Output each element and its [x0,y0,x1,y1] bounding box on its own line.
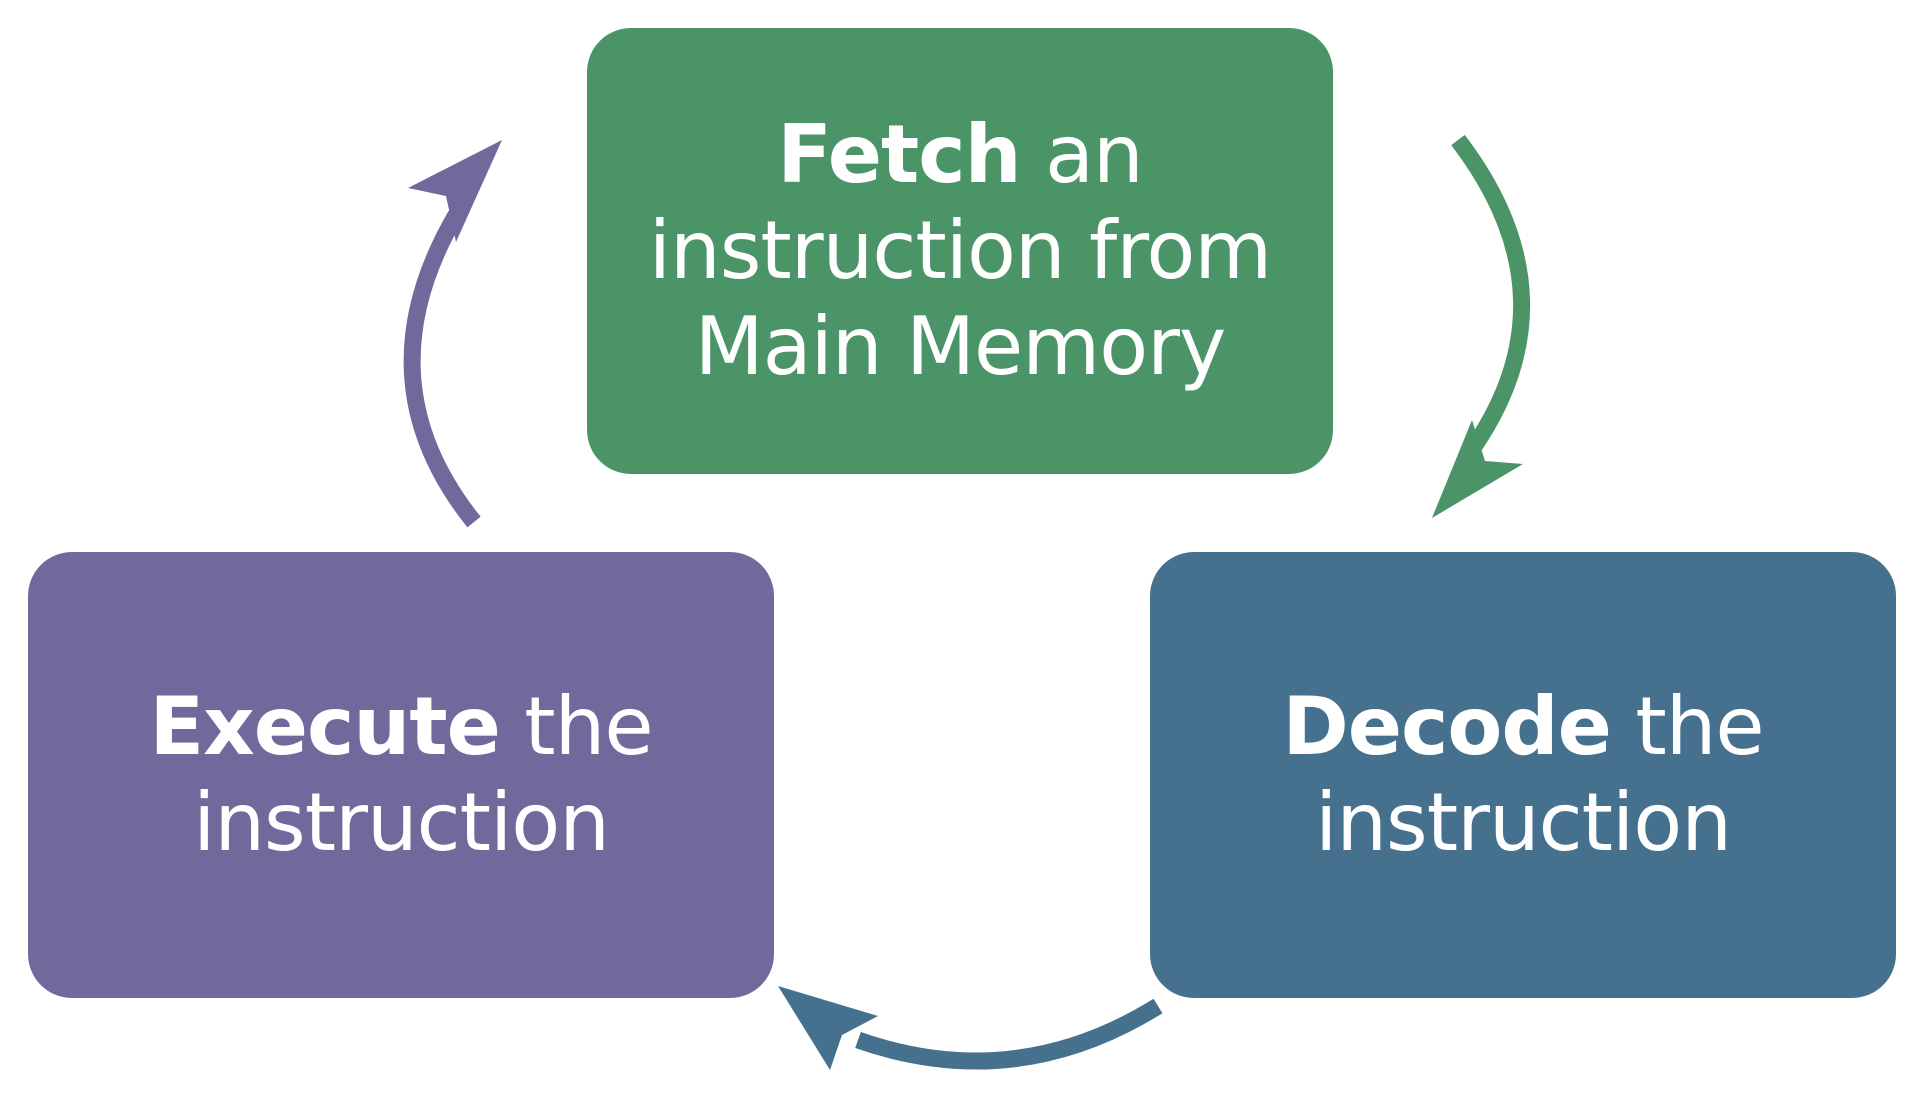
fetch-step-box: Fetch an instruction from Main Memory [587,28,1333,474]
execute-step-line1-rest: the [499,680,653,773]
arrow-fetch-to-decode [1451,134,1530,460]
fetch-step-line1-rest: an [1020,108,1144,201]
execute-step-keyword: Execute [149,680,500,773]
arrow-decode-to-execute-head [778,986,878,1070]
execute-step-box: Execute the instruction [28,552,774,998]
fetch-step-line3: Main Memory [694,300,1227,393]
arrow-decode-to-execute [855,998,1163,1070]
decode-step-keyword: Decode [1282,680,1612,773]
arrow-execute-to-fetch-head [408,140,502,242]
arrow-execute-to-fetch [403,210,481,528]
arrow-fetch-to-decode-head [1432,420,1523,518]
decode-step-line1-rest: the [1610,680,1764,773]
fetch-step-line2: instruction from [648,204,1272,297]
decode-step-box: Decode the instruction [1150,552,1896,998]
decode-step-line2: instruction [1315,776,1732,869]
execute-step-line2: instruction [193,776,610,869]
decode-step-label: Decode the instruction [1282,679,1764,871]
fetch-step-label: Fetch an instruction from Main Memory [648,107,1272,395]
fetch-step-keyword: Fetch [777,108,1021,201]
execute-step-label: Execute the instruction [149,679,653,871]
